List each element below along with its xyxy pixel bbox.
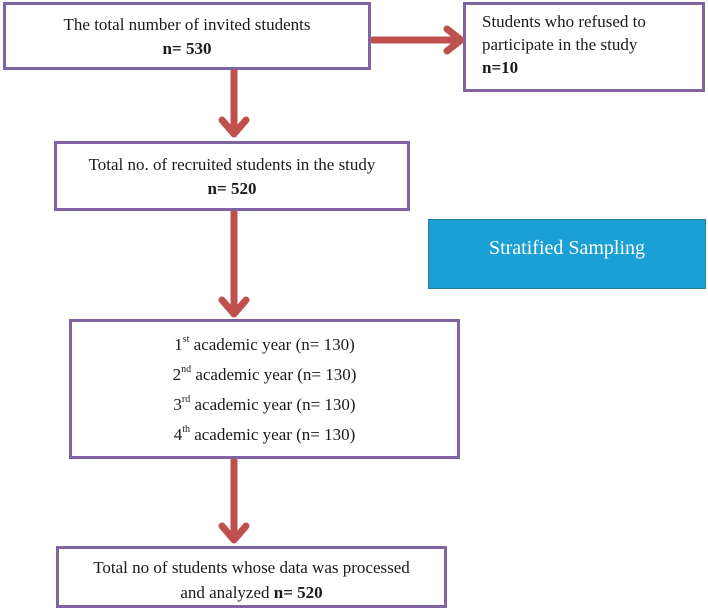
year-3-row: 3rd academic year (n= 130): [173, 394, 356, 415]
year-2-row: 2nd academic year (n= 130): [172, 364, 357, 385]
analyzed-students-box: Total no of students whose data was proc…: [56, 546, 447, 608]
recruited-students-box: Total no. of recruited students in the s…: [54, 141, 410, 211]
refused-students-box: Students who refused to participate in t…: [463, 2, 705, 92]
recruited-label: Total no. of recruited students in the s…: [88, 155, 376, 174]
invited-students-box: The total number of invited students n= …: [3, 2, 371, 70]
invited-count: n= 530: [162, 39, 212, 58]
stratified-sampling-label: Stratified Sampling: [428, 219, 706, 289]
refused-label-line2: participate in the study: [482, 35, 638, 54]
invited-label: The total number of invited students: [63, 15, 311, 34]
analyzed-count: n= 520: [273, 583, 323, 602]
refused-count: n=10: [482, 58, 519, 77]
refused-label-line1: Students who refused to: [482, 12, 646, 31]
year-4-row: 4th academic year (n= 130): [173, 424, 356, 445]
analyzed-label: Total no of students whose data was proc…: [93, 558, 410, 577]
recruited-count: n= 520: [207, 179, 257, 198]
year-1-row: 1st academic year (n= 130): [174, 334, 355, 355]
academic-years-box: 1st academic year (n= 130) 2nd academic …: [69, 319, 460, 459]
analyzed-line2: and analyzed n= 520: [180, 583, 323, 602]
